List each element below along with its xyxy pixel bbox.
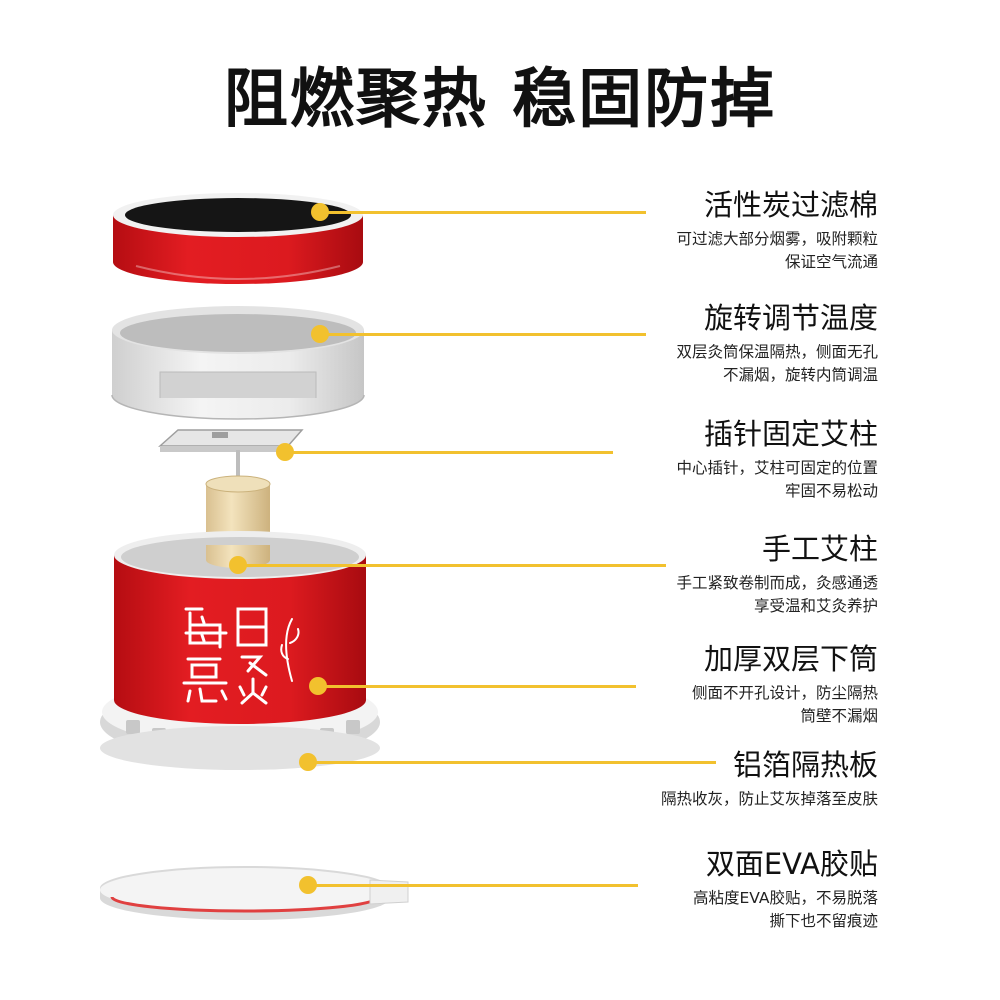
callout-dot (299, 753, 317, 771)
feature-title: 铝箔隔热板 (732, 748, 878, 782)
feature-rotation: 旋转调节温度 双层灸筒保温隔热，侧面无孔 不漏烟，旋转内筒调温 (676, 300, 878, 387)
feature-pin: 插针固定艾柱 中心插针，艾柱可固定的位置 牢固不易松动 (676, 416, 878, 503)
feature-desc: 手工紧致卷制而成，灸感通透 享受温和艾灸养护 (676, 574, 878, 615)
feature-filter: 活性炭过滤棉 可过滤大部分烟雾，吸附颗粒 保证空气流通 (676, 187, 878, 274)
callout-dot (309, 677, 327, 695)
feature-desc: 高粘度EVA胶贴，不易脱落 撕下也不留痕迹 (692, 889, 878, 930)
callout-line (308, 884, 638, 887)
feature-desc: 中心插针，艾柱可固定的位置 牢固不易松动 (676, 459, 878, 500)
feature-eva-patch: 双面EVA胶贴 高粘度EVA胶贴，不易脱落 撕下也不留痕迹 (693, 846, 878, 933)
callout-line (308, 761, 716, 764)
headline: 阻燃聚热 稳固防掉 (223, 63, 777, 137)
feature-heat-shield: 铝箔隔热板 隔热收灰，防止艾灰掉落至皮肤 (661, 747, 878, 811)
feature-desc: 可过滤大部分烟雾，吸附颗粒 保证空气流通 (676, 230, 878, 271)
feature-desc: 侧面不开孔设计，防尘隔热 筒壁不漏烟 (691, 684, 878, 725)
pin-holder (158, 429, 304, 486)
feature-title: 旋转调节温度 (703, 301, 878, 335)
feature-title: 加厚双层下筒 (703, 642, 878, 676)
feature-moxa: 手工艾柱 手工紧致卷制而成，灸感通透 享受温和艾灸养护 (676, 531, 878, 618)
callout-dot (311, 325, 329, 343)
callout-line (238, 564, 666, 567)
callout-dot (311, 203, 329, 221)
callout-line (318, 685, 636, 688)
product-logo (182, 607, 300, 705)
callout-dot (229, 556, 247, 574)
feature-title: 手工艾柱 (761, 532, 878, 566)
feature-desc: 隔热收灰，防止艾灰掉落至皮肤 (660, 790, 878, 808)
feature-desc: 双层灸筒保温隔热，侧面无孔 不漏烟，旋转内筒调温 (676, 343, 878, 384)
feature-title: 活性炭过滤棉 (703, 188, 878, 222)
feature-lower-cup: 加厚双层下筒 侧面不开孔设计，防尘隔热 筒壁不漏烟 (692, 641, 878, 728)
feature-title: 插针固定艾柱 (703, 417, 878, 451)
rotating-sleeve (111, 306, 365, 420)
callout-dot (299, 876, 317, 894)
callout-line (320, 211, 646, 214)
eva-adhesive-patch (100, 866, 409, 920)
callout-line (285, 451, 613, 454)
callout-dot (276, 443, 294, 461)
callout-line (320, 333, 646, 336)
filter-cap (113, 193, 363, 284)
feature-title: 双面EVA胶贴 (705, 847, 878, 881)
